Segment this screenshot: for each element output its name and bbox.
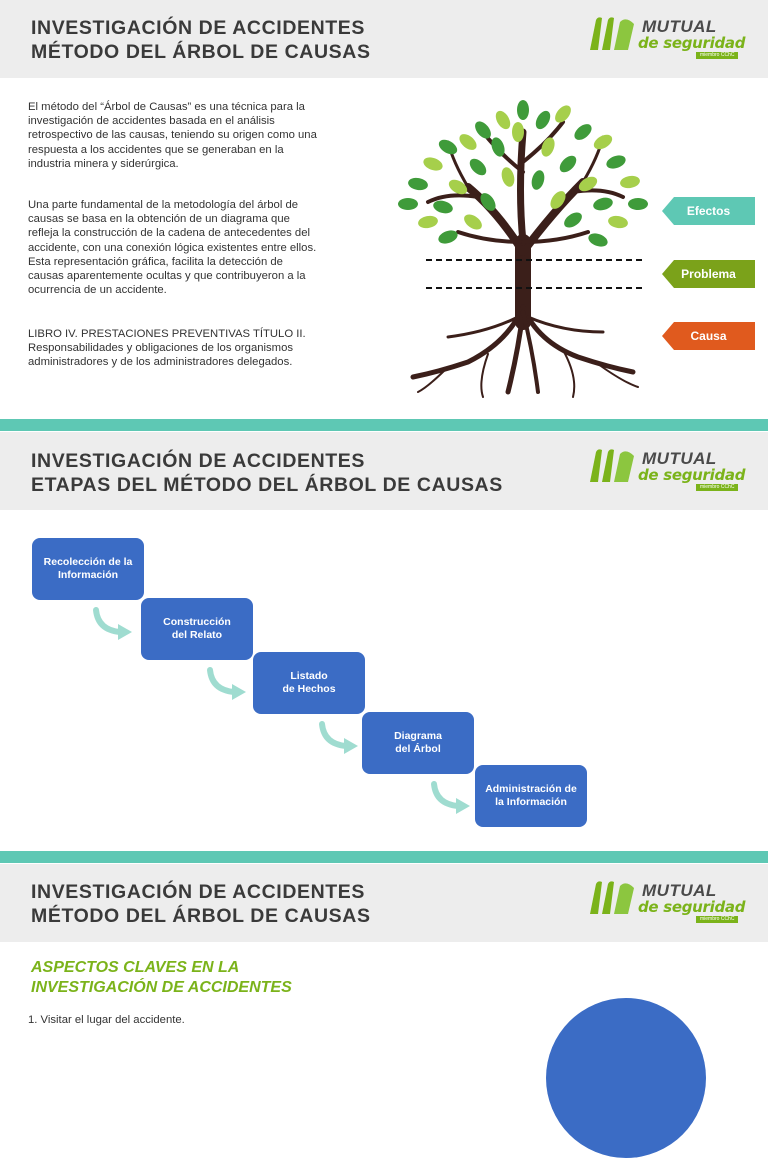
blue-circle-decoration [546,998,706,1158]
curved-arrow-icon [207,667,246,700]
page-title: INVESTIGACIÓN DE ACCIDENTES MÉTODO DEL Á… [31,17,371,63]
logo-brand: MUTUAL [642,881,717,900]
logo-subtitle: de seguridad [638,898,746,916]
tag-causa: Causa [662,322,755,350]
logo-tag: miembro CChC [696,52,739,59]
logo-tag: miembro CChC [696,916,739,923]
section-divider [0,851,768,863]
section-title: INVESTIGACIÓN DE ACCIDENTES MÉTODO DEL Á… [31,881,371,927]
header-section-2: INVESTIGACIÓN DE ACCIDENTES ETAPAS DEL M… [0,432,768,510]
section-title: INVESTIGACIÓN DE ACCIDENTES ETAPAS DEL M… [31,450,503,496]
tag-problema: Problema [662,260,755,288]
mutual-logo: MUTUAL de seguridad miembro CChC [586,14,756,59]
logo-subtitle: de seguridad [638,466,746,484]
logo-subtitle: de seguridad [638,34,746,52]
tag-efectos: Efectos [662,197,755,225]
list-item: 1. Visitar el lugar del accidente. [28,1014,185,1026]
section-divider [0,419,768,431]
logo-brand: MUTUAL [642,449,717,468]
mutual-mark-icon [590,17,634,50]
curved-arrow-icon [319,721,358,754]
logo-brand: MUTUAL [642,17,717,36]
mutual-logo: MUTUAL de seguridad miembro CChC [586,446,756,491]
curved-arrow-icon [431,781,470,814]
mutual-mark-icon [590,881,634,914]
mutual-logo: MUTUAL de seguridad miembro CChC [586,878,756,923]
intro-paragraph: El método del “Árbol de Causas” es una t… [28,101,317,170]
methodology-paragraph: Una parte fundamental de la metodología … [28,199,317,297]
mutual-mark-icon [590,449,634,482]
header-section-1: INVESTIGACIÓN DE ACCIDENTES MÉTODO DEL Á… [0,0,768,78]
regulation-paragraph: LIBRO IV. PRESTACIONES PREVENTIVAS TÍTUL… [28,328,306,369]
curved-arrow-icon [93,607,132,640]
header-section-3: INVESTIGACIÓN DE ACCIDENTES MÉTODO DEL Á… [0,864,768,942]
tree-illustration [398,100,648,398]
key-aspects-subtitle: ASPECTOS CLAVES EN LA INVESTIGACIÓN DE A… [31,959,292,996]
logo-tag: miembro CChC [696,484,739,491]
